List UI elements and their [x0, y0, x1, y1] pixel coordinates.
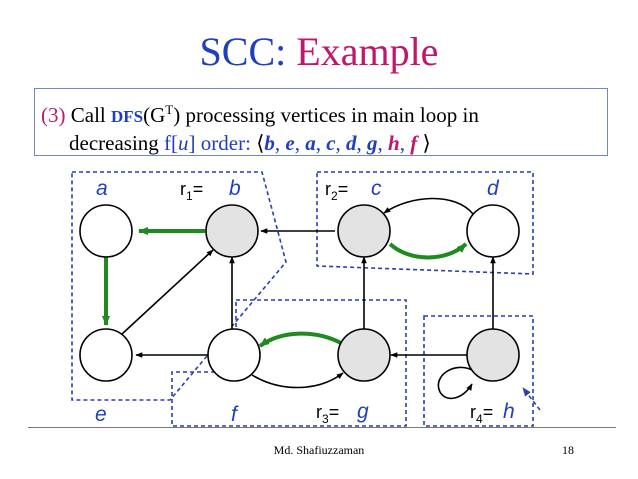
edge-f-to-g — [251, 372, 344, 389]
edge-e-to-b — [121, 249, 214, 335]
label-d: d — [487, 177, 500, 200]
decreasing-word: decreasing — [69, 131, 159, 155]
order-sep: , — [377, 131, 389, 155]
order-item-f: f — [410, 131, 418, 155]
order-open: ⟨ — [256, 131, 265, 155]
order-item-e: e — [285, 131, 295, 155]
edge-h-self-loop — [437, 366, 475, 400]
footer-page-number: 18 — [562, 443, 574, 457]
label-f: f — [231, 403, 239, 426]
label-c: c — [371, 177, 382, 200]
scc-region-cd — [316, 171, 534, 275]
edge-d-to-c — [383, 197, 474, 215]
order-sep: , — [294, 131, 306, 155]
label-a: a — [96, 177, 108, 200]
order-item-b: b — [264, 131, 275, 155]
root-label-r4: r4= — [470, 402, 493, 426]
order-sep: , — [356, 131, 368, 155]
vertex-g — [337, 328, 391, 382]
vertex-d — [466, 204, 520, 258]
order-sep: , — [335, 131, 347, 155]
order-item-a: a — [305, 131, 316, 155]
tree-edge-g-to-f — [258, 331, 342, 348]
order-sep: , — [315, 131, 327, 155]
root-indicator-arrow — [522, 387, 541, 411]
step-line-2: decreasing f[u] order: ⟨b, e, a, c, d, g… — [41, 130, 607, 157]
step-line-1: (3) Call DFS(GT) processing vertices in … — [41, 96, 607, 130]
label-g: g — [357, 400, 369, 423]
label-e: e — [95, 403, 107, 426]
title-example: Example — [296, 29, 439, 74]
transpose-sup: T — [165, 102, 174, 117]
footer-divider — [28, 427, 616, 428]
order-close: ⟩ — [422, 131, 431, 155]
label-h: h — [503, 400, 515, 423]
step-textbox: (3) Call DFS(GT) processing vertices in … — [34, 88, 608, 156]
dfs-keyword: DFS — [111, 107, 144, 126]
footer-author: Md. Shafiuzzaman — [273, 443, 365, 457]
step-line-1-rest: ) processing vertices in main loop in — [173, 103, 479, 127]
root-label-r2: r2= — [325, 179, 348, 203]
vertex-a — [79, 204, 133, 258]
title-scc: SCC: — [199, 29, 287, 74]
vertex-f — [207, 328, 261, 382]
vertex-e — [79, 328, 133, 382]
f-label: f[ — [164, 131, 179, 155]
call-word: Call — [70, 103, 106, 127]
order-item-g: g — [367, 131, 378, 155]
tree-edge-c-to-d — [388, 242, 468, 260]
order-sep: , — [274, 131, 286, 155]
order-item-d: d — [346, 131, 357, 155]
slide-title: SCC: Example — [0, 30, 638, 74]
root-label-r1: r1= — [180, 179, 203, 203]
u-var: u — [178, 131, 189, 155]
order-item-h: h — [388, 131, 400, 155]
vertex-h — [466, 328, 520, 382]
order-item-c: c — [326, 131, 336, 155]
step-number: (3) — [41, 103, 66, 127]
vertex-b — [205, 204, 259, 258]
root-label-r3: r3= — [316, 402, 339, 426]
scc-region-h — [423, 315, 534, 427]
order-label: ] order: — [188, 131, 251, 155]
label-b: b — [229, 177, 241, 200]
graph-open: (G — [143, 103, 166, 127]
vertex-c — [337, 204, 391, 258]
order-sep: , — [399, 131, 411, 155]
